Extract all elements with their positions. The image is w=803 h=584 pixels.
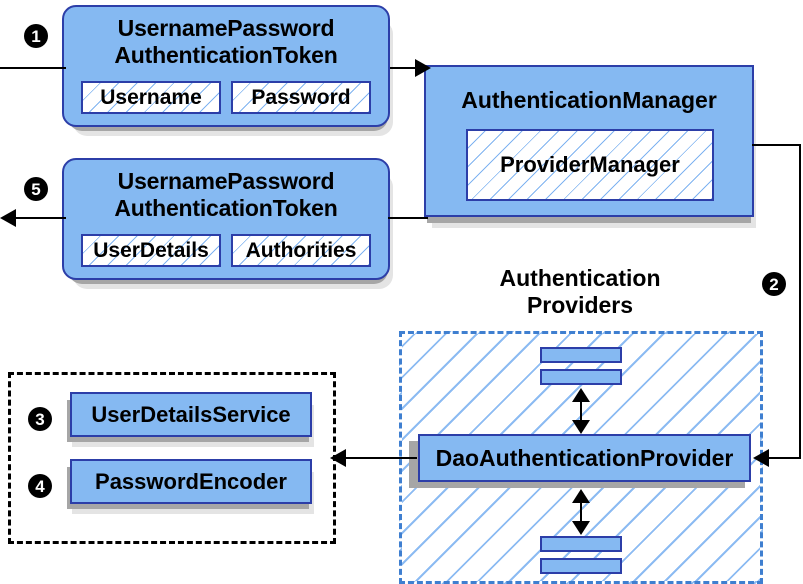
response-token-slot-row: UserDetails Authorities bbox=[64, 234, 388, 267]
request-token-slot-password[interactable]: Password bbox=[231, 81, 371, 114]
dao-authentication-provider-label: DaoAuthenticationProvider bbox=[435, 444, 734, 471]
authentication-manager-box[interactable]: AuthenticationManager ProviderManager bbox=[424, 65, 754, 217]
user-details-service-box[interactable]: UserDetailsService bbox=[70, 392, 312, 437]
response-token-slot-userdetails[interactable]: UserDetails bbox=[81, 234, 221, 267]
response-token-slot-authorities[interactable]: Authorities bbox=[231, 234, 371, 267]
dao-authentication-provider-box[interactable]: DaoAuthenticationProvider bbox=[418, 434, 751, 482]
provider-placeholder-bar-2 bbox=[540, 369, 622, 385]
provider-placeholder-bar-1 bbox=[540, 347, 622, 363]
response-token-title-line1: UsernamePassword bbox=[117, 168, 335, 194]
providers-label-line1: Authentication bbox=[499, 265, 661, 291]
providers-label-line2: Providers bbox=[526, 292, 634, 318]
manager-to-provider-line-vertical bbox=[799, 144, 801, 459]
token-to-manager-arrowhead bbox=[415, 59, 431, 77]
step-marker-3: 3 bbox=[28, 407, 52, 431]
manager-to-provider-arrowhead bbox=[753, 449, 769, 467]
provider-link-top-arrow-up bbox=[572, 388, 590, 402]
request-token-title-line1: UsernamePassword bbox=[117, 15, 335, 41]
request-token-slot-row: Username Password bbox=[64, 81, 388, 114]
provider-manager-box[interactable]: ProviderManager bbox=[466, 129, 714, 201]
password-encoder-box[interactable]: PasswordEncoder bbox=[70, 459, 312, 504]
token-to-manager-line bbox=[390, 67, 422, 69]
provider-link-bottom-line bbox=[580, 495, 582, 525]
authentication-manager-title: AuthenticationManager bbox=[461, 87, 717, 113]
step-marker-2: 2 bbox=[762, 272, 786, 296]
manager-to-provider-line-bottom bbox=[768, 457, 801, 459]
provider-manager-label: ProviderManager bbox=[500, 152, 680, 177]
user-details-service-label: UserDetailsService bbox=[91, 401, 291, 427]
step-marker-5: 5 bbox=[24, 177, 48, 201]
provider-to-beans-line bbox=[345, 457, 417, 459]
response-token-box[interactable]: UsernamePassword AuthenticationToken Use… bbox=[62, 158, 390, 280]
step-marker-4: 4 bbox=[28, 474, 52, 498]
request-token-box[interactable]: UsernamePassword AuthenticationToken Use… bbox=[62, 5, 390, 127]
password-encoder-label: PasswordEncoder bbox=[95, 468, 287, 494]
manager-to-response-token-line bbox=[388, 217, 428, 219]
provider-link-bottom-arrow-down bbox=[572, 521, 590, 535]
provider-placeholder-bar-4 bbox=[540, 558, 622, 574]
step-marker-1: 1 bbox=[24, 24, 48, 48]
request-token-title-line2: AuthenticationToken bbox=[114, 42, 338, 68]
manager-to-provider-line-top bbox=[752, 144, 801, 146]
provider-link-top-arrow-down bbox=[572, 420, 590, 434]
outgoing-response-arrowhead bbox=[0, 209, 16, 227]
request-token-slot-username[interactable]: Username bbox=[81, 81, 221, 114]
provider-link-bottom-arrow-up bbox=[572, 489, 590, 503]
outgoing-response-line bbox=[8, 217, 66, 219]
provider-link-top-line bbox=[580, 394, 582, 424]
provider-placeholder-bar-3 bbox=[540, 536, 622, 552]
response-token-title-line2: AuthenticationToken bbox=[114, 195, 338, 221]
incoming-request-line bbox=[0, 67, 66, 69]
provider-to-beans-arrowhead bbox=[330, 449, 346, 467]
